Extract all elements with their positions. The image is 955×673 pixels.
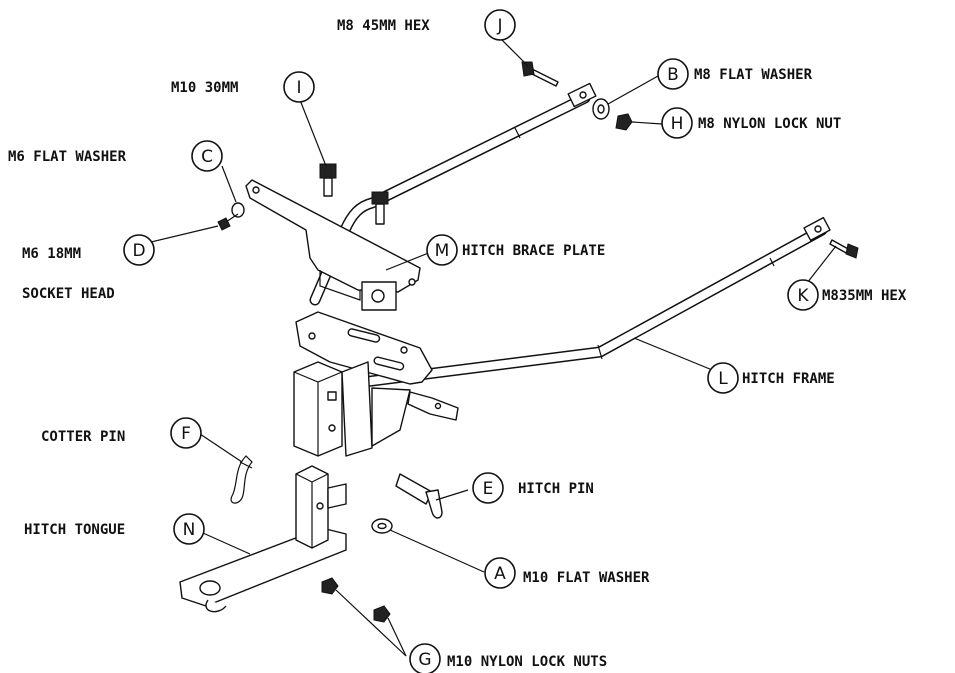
callout-l-label: HITCH FRAME bbox=[742, 371, 835, 387]
callout-k: K M835MM HEX bbox=[787, 279, 907, 311]
hitch-brace-plate-part bbox=[245, 179, 421, 311]
callout-b-label: M8 FLAT WASHER bbox=[694, 67, 813, 83]
callout-n-label: HITCH TONGUE bbox=[24, 522, 125, 538]
callout-h: H M8 NYLON LOCK NUT bbox=[661, 107, 841, 139]
callout-d: M6 18MM D SOCKET HEAD bbox=[22, 234, 155, 302]
receiver-mount-part bbox=[293, 311, 433, 457]
callout-d-label-line2: SOCKET HEAD bbox=[22, 286, 115, 302]
hitch-tongue-part bbox=[179, 465, 347, 613]
callout-d-letter: D bbox=[132, 241, 145, 261]
callout-l-letter: L bbox=[718, 369, 728, 389]
callout-k-label: M835MM HEX bbox=[822, 288, 907, 304]
callout-i-label: M10 30MM bbox=[171, 80, 238, 96]
callout-e-label: HITCH PIN bbox=[518, 481, 594, 497]
callout-n-letter: N bbox=[183, 520, 196, 540]
callout-g-letter: G bbox=[418, 650, 431, 670]
callout-c: M6 FLAT WASHER C bbox=[8, 140, 223, 172]
callout-c-label: M6 FLAT WASHER bbox=[8, 149, 127, 165]
callout-k-letter: K bbox=[797, 286, 809, 306]
callout-a-letter: A bbox=[494, 564, 506, 584]
cotter-pin-part bbox=[230, 455, 253, 504]
callout-b: B M8 FLAT WASHER bbox=[657, 58, 813, 90]
callout-j-letter: J bbox=[496, 16, 502, 36]
callout-l: L HITCH FRAME bbox=[707, 362, 835, 394]
callout-m-letter: M bbox=[435, 241, 450, 261]
callout-h-letter: H bbox=[671, 114, 684, 134]
callout-a: A M10 FLAT WASHER bbox=[484, 557, 650, 589]
callout-e-letter: E bbox=[483, 479, 494, 499]
callout-j-label: M8 45MM HEX bbox=[337, 18, 430, 34]
callout-n: HITCH TONGUE N bbox=[24, 513, 205, 545]
callout-f-label: COTTER PIN bbox=[41, 429, 125, 445]
hardware bbox=[217, 61, 859, 623]
hitch-pin-part bbox=[395, 473, 443, 519]
callout-c-letter: C bbox=[201, 147, 213, 167]
callout-g-label: M10 NYLON LOCK NUTS bbox=[447, 654, 607, 670]
callout-a-label: M10 FLAT WASHER bbox=[523, 570, 650, 586]
callout-b-letter: B bbox=[667, 65, 679, 85]
callout-f-letter: F bbox=[181, 424, 191, 444]
callout-j: M8 45MM HEX J bbox=[337, 9, 516, 41]
callout-i: M10 30MM I bbox=[171, 71, 315, 103]
callout-f: COTTER PIN F bbox=[41, 417, 202, 449]
callout-g: G M10 NYLON LOCK NUTS bbox=[409, 643, 607, 673]
callout-m: M HITCH BRACE PLATE bbox=[426, 234, 605, 266]
callout-h-label: M8 NYLON LOCK NUT bbox=[698, 116, 841, 132]
callout-i-letter: I bbox=[296, 78, 301, 98]
callout-m-label: HITCH BRACE PLATE bbox=[462, 243, 605, 259]
callout-d-label: M6 18MM bbox=[22, 246, 81, 262]
callout-e: E HITCH PIN bbox=[472, 472, 594, 504]
